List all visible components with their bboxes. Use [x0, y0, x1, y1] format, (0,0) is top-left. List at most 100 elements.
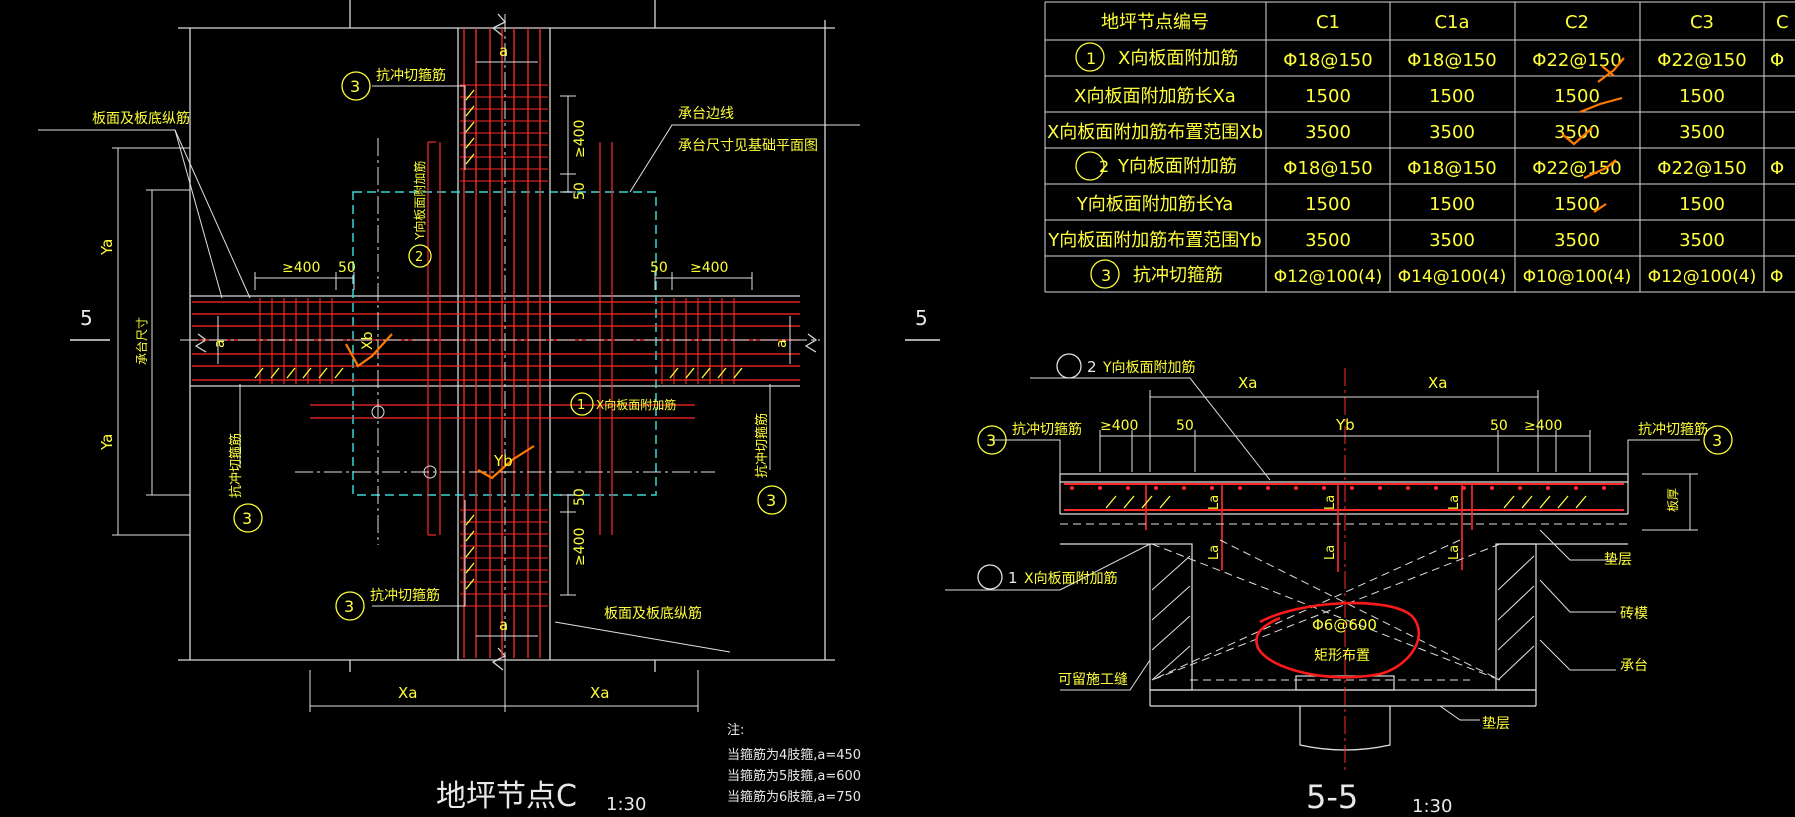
table-row-num: 2 — [1099, 157, 1109, 176]
section-la-4: La — [1207, 545, 1222, 560]
schedule-table: 地坪节点编号 C1 C1a C2 C3 C 1 X向板面附加筋 Φ18@150 … — [1044, 1, 1795, 293]
centerline-marker — [423, 465, 437, 479]
table-row-label: 抗冲切箍筋 — [1133, 265, 1223, 286]
callout-cap-edge-1: 承台边线 — [678, 106, 734, 122]
section-mark-right: 5 — [915, 306, 928, 330]
table-cell: 1500 — [1554, 86, 1600, 107]
plan-xa-left: Xa — [398, 684, 417, 702]
table-cell: Φ12@100(4) — [1648, 267, 1757, 287]
table-row-num: 1 — [1086, 49, 1096, 68]
table-row-label: X向板面附加筋长Xa — [1074, 86, 1236, 107]
dim-400-top: ≥400 — [572, 120, 588, 158]
table-row: Y向板面附加筋布置范围Yb 3500 3500 3500 3500 — [1047, 230, 1725, 251]
section-stirrup: Φ6@600 — [1312, 616, 1377, 634]
rebar-vertical-strip — [463, 28, 541, 658]
table-cell: 1500 — [1305, 194, 1351, 215]
markup-ellipse — [1255, 601, 1420, 679]
plan-dimension-lines — [112, 61, 791, 712]
table-cell: 3500 — [1554, 122, 1600, 143]
table-row-label: Y向板面附加筋 — [1117, 156, 1237, 177]
table-row: 1 X向板面附加筋 Φ18@150 Φ18@150 Φ22@150 Φ22@15… — [1086, 48, 1784, 71]
section-la-5: La — [1323, 545, 1338, 560]
section-x-add: X向板面附加筋 — [1024, 570, 1118, 587]
plan-note-3: 当箍筋为6肢箍,a=750 — [727, 789, 861, 805]
section-slab-rebar — [1064, 483, 1624, 511]
dim-400-right: ≥400 — [690, 260, 728, 276]
callout-shear-right: 抗冲切箍筋 — [754, 413, 770, 478]
plan-ya-top: Ya — [98, 239, 116, 256]
markup-checkmarks-table — [1561, 57, 1625, 213]
section-num-3-right: 3 — [1712, 431, 1722, 450]
section-la-bars — [1145, 484, 1473, 572]
section-cap-walls — [1149, 543, 1537, 751]
plan-cap-size: 承台尺寸 — [134, 317, 149, 365]
dim-50-left: 50 — [338, 260, 356, 276]
table-header-5: C — [1776, 12, 1789, 33]
table-cell: Φ — [1770, 158, 1784, 179]
plan-title: 地坪节点C — [436, 779, 577, 814]
plan-text-layer: 板面及板底纵筋 3 抗冲切箍筋 a 承台边线 承台尺寸见基础平面图 ≥400 5… — [80, 42, 928, 815]
section-slab-dots — [1070, 486, 1606, 490]
table-cell: 3500 — [1305, 230, 1351, 251]
section-view: 2 Y向板面附加筋 Xa Xa 3 抗冲切箍筋 ≥400 50 Yb 50 ≥4… — [945, 353, 1733, 817]
table-cell: 1500 — [1554, 194, 1600, 215]
table-row-num: 3 — [1101, 266, 1111, 285]
dim-50-right: 50 — [650, 260, 668, 276]
table-header-2: C1a — [1434, 12, 1469, 33]
callout-y-add: Y向板面附加筋 — [412, 161, 427, 241]
table-cell: 1500 — [1305, 86, 1351, 107]
callout-num-1: 1 — [577, 398, 585, 413]
section-la-1: La — [1207, 495, 1222, 510]
callout-num-3-bottom: 3 — [344, 597, 354, 616]
callout-num-3-top: 3 — [350, 77, 360, 96]
rebar-horizontal-stirrups — [259, 298, 735, 384]
callout-num-3-right: 3 — [766, 491, 776, 510]
table-cell: Φ — [1770, 50, 1784, 71]
section-xa-right: Xa — [1428, 374, 1447, 392]
table-row-label: Y向板面附加筋长Ya — [1076, 194, 1234, 215]
callout-shear-bottom: 抗冲切箍筋 — [370, 587, 440, 604]
section-cap: 承台 — [1620, 658, 1648, 674]
table-cell: Φ22@150 — [1657, 50, 1746, 71]
plan-yb-label: Yb — [493, 452, 513, 470]
table-cell: 3500 — [1554, 230, 1600, 251]
table-cell: Φ14@100(4) — [1398, 267, 1507, 287]
section-shear-ticks — [1105, 495, 1587, 509]
dim-50-bottom: 50 — [572, 488, 588, 506]
anchor-top-a: a — [499, 42, 508, 60]
section-xa-left: Xa — [1238, 374, 1257, 392]
table-header-4: C3 — [1690, 12, 1714, 33]
rebar-horizontal-strip — [192, 301, 800, 381]
table-row-circles — [1075, 42, 1120, 289]
table-cell: Φ10@100(4) — [1523, 267, 1632, 287]
table-row-label: X向板面附加筋 — [1118, 48, 1238, 69]
section-la-3: La — [1447, 495, 1462, 510]
table-cell: Φ18@150 — [1283, 50, 1372, 71]
section-scale: 1:30 — [1412, 796, 1452, 817]
callout-num-3-left: 3 — [242, 509, 252, 528]
callout-circles — [233, 71, 787, 621]
rebar-additional-bars — [310, 141, 695, 536]
table-cell: Φ18@150 — [1407, 158, 1496, 179]
table-cell: Φ — [1770, 267, 1783, 287]
callout-cap-edge-2: 承台尺寸见基础平面图 — [678, 137, 818, 154]
section-dim-50-r: 50 — [1490, 418, 1508, 434]
plan-frame — [178, 0, 835, 672]
section-callout-circles — [977, 353, 1733, 590]
anchor-bottom-a: a — [499, 616, 508, 634]
callout-plate-bars-b: 板面及板底纵筋 — [604, 605, 702, 622]
section-shear-right: 抗冲切箍筋 — [1638, 421, 1708, 438]
section-construction-joint: 可留施工缝 — [1058, 672, 1128, 688]
anchor-right-a: a — [774, 339, 790, 348]
table-cell: Φ22@150 — [1532, 158, 1621, 179]
table-cell: 3500 — [1679, 122, 1725, 143]
section-num-3-left: 3 — [986, 431, 996, 450]
section-cushion-bottom: 垫层 — [1482, 716, 1510, 732]
table-cell: Φ18@150 — [1283, 158, 1372, 179]
section-slab-thk: 板厚 — [1666, 488, 1680, 512]
section-dim-50-l: 50 — [1176, 418, 1194, 434]
section-leader-lines — [945, 377, 1700, 721]
table-grid — [1044, 1, 1795, 293]
table-cell: Φ18@150 — [1407, 50, 1496, 71]
